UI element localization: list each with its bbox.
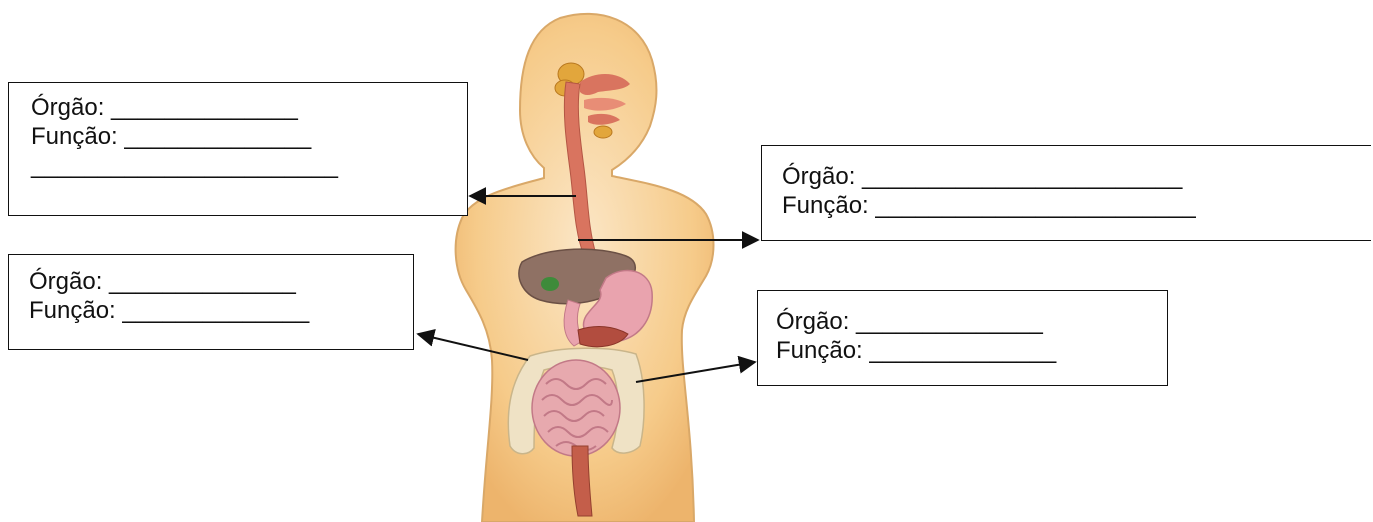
organ-label-line: Órgão: ______________ xyxy=(776,307,1167,336)
organ-label-line: Órgão: ______________ xyxy=(31,93,467,122)
gallbladder xyxy=(541,277,559,291)
organ-label-line: Órgão: ________________________ xyxy=(782,162,1371,191)
label-box-right-bottom: Órgão: ______________ Função: __________… xyxy=(757,290,1168,386)
function-continuation-line: _______________________ xyxy=(31,151,467,180)
organ-label-line: Órgão: ______________ xyxy=(29,267,413,296)
function-label-line: Função: ________________________ xyxy=(782,191,1371,220)
function-label-line: Função: ______________ xyxy=(776,336,1167,365)
label-box-right-top: Órgão: ________________________ Função: … xyxy=(761,145,1371,241)
function-label-line: Função: ______________ xyxy=(31,122,467,151)
function-label-line: Função: ______________ xyxy=(29,296,413,325)
label-box-top-left: Órgão: ______________ Função: __________… xyxy=(8,82,468,216)
small-intestine xyxy=(532,360,620,456)
label-box-mid-left: Órgão: ______________ Função: __________… xyxy=(8,254,414,350)
